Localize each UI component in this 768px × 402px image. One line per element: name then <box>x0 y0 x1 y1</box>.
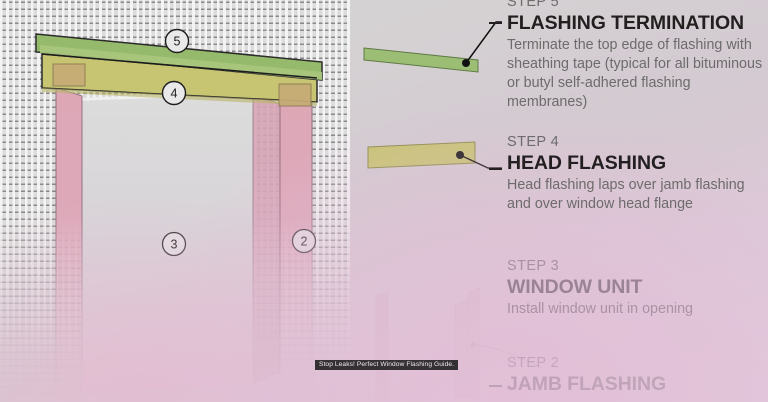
step-block-window-unit[interactable]: STEP 3 WINDOW UNIT Install window unit i… <box>507 258 765 319</box>
leader-dash-step4 <box>489 168 502 170</box>
step2-kicker: STEP 2 <box>507 355 560 371</box>
watermark-caption: Stop Leaks! Perfect Window Flashing Guid… <box>315 360 459 371</box>
step4-body: Head flashing laps over jamb flashing an… <box>507 177 745 213</box>
step5-body: Terminate the top edge of flashing with … <box>507 37 763 111</box>
step5-kicker: STEP 5 <box>507 0 560 10</box>
step3-title: WINDOW UNIT <box>507 275 643 298</box>
step3-kicker: STEP 3 <box>507 258 560 274</box>
step3-body: Install window unit in opening <box>507 301 693 318</box>
leader-dash-step2 <box>489 385 502 387</box>
step-block-head-flashing[interactable]: STEP 4 HEAD FLASHING Head flashing laps … <box>507 134 765 214</box>
step-block-jamb-flashing[interactable]: STEP 2 JAMB FLASHING <box>507 355 765 395</box>
step2-title: JAMB FLASHING <box>507 372 667 395</box>
step-block-flashing-termination[interactable]: STEP 5 FLASHING TERMINATION Terminate th… <box>507 0 765 112</box>
step5-title: FLASHING TERMINATION <box>507 11 745 34</box>
step4-kicker: STEP 4 <box>507 134 560 150</box>
step4-title: HEAD FLASHING <box>507 151 667 174</box>
leader-dash-step5 <box>489 22 502 24</box>
